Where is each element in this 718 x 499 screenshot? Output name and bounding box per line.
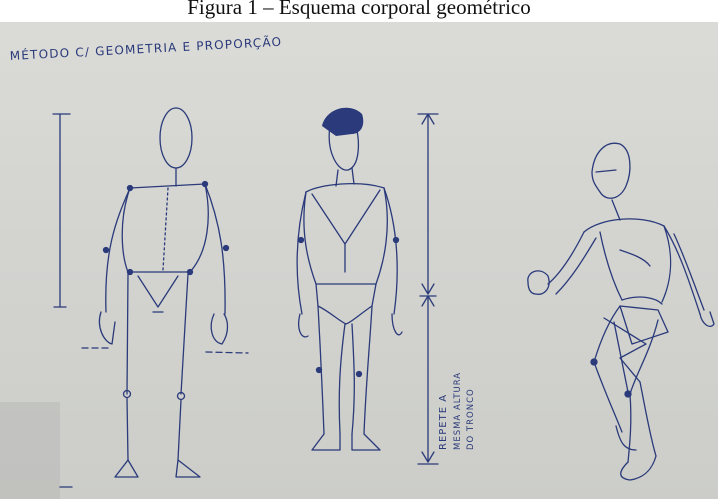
sketch-drawing: MÉTODO C/ GEOMETRIA E PROPORÇÃO (0, 22, 718, 499)
annotation-line-2: MESMA ALTURA (453, 372, 463, 450)
annotation-line-3: DO TRONCO (466, 388, 476, 450)
figure-caption: Figura 1 – Esquema corporal geométrico (0, 0, 718, 20)
sketch-sheet: MÉTODO C/ GEOMETRIA E PROPORÇÃO (0, 22, 718, 499)
annotation-line-1: REPETE A (438, 394, 449, 450)
